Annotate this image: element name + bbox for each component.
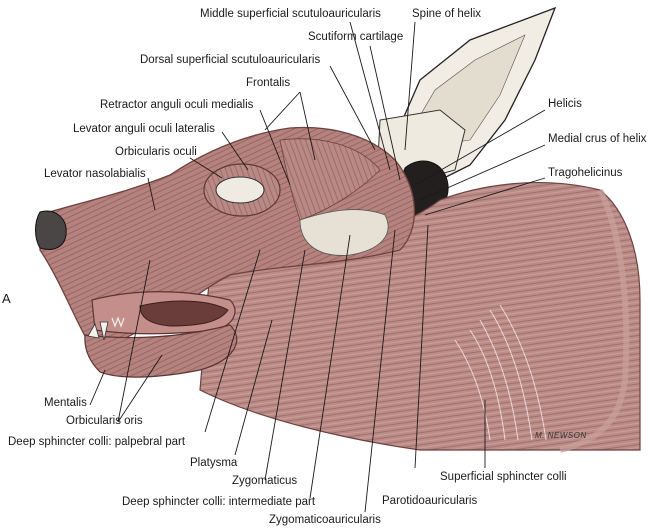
nose: [35, 210, 67, 250]
label-platysma: Platysma: [190, 457, 238, 469]
mouth-interior: [139, 300, 229, 327]
label-dorsal-superficial-scutuloauricularis: Dorsal superficial scutuloauricularis: [140, 54, 321, 66]
eye: [215, 176, 265, 204]
superficial-sphincter-fibers: [454, 304, 547, 441]
label-superficial-sphincter-colli: Superficial sphincter colli: [440, 471, 567, 483]
frontalis-band: [279, 138, 381, 221]
label-tragohelicinus: Tragohelicinus: [548, 167, 623, 179]
label-zygomaticus: Zygomaticus: [232, 475, 298, 487]
panel-label: A: [2, 291, 11, 306]
label-orbicularis-oris: Orbicularis oris: [66, 415, 143, 427]
canine-tooth-lower: [87, 322, 100, 339]
canine-tooth-upper: [99, 321, 109, 341]
label-levator-nasolabialis: Levator nasolabialis: [44, 168, 146, 180]
label-zygomaticoauricularis: Zygomaticoauricularis: [269, 514, 381, 526]
cheek-cartilage: [299, 209, 389, 256]
label-retractor-anguli-oculi-medialis: Retractor anguli oculi medialis: [100, 99, 254, 111]
leader-lines: [89, 21, 546, 513]
label-spine-of-helix: Spine of helix: [412, 8, 482, 20]
label-deep-sphincter-colli-palpebral: Deep sphincter colli: palpebral part: [8, 436, 186, 448]
label-middle-superficial-scutuloauricularis: Middle superficial scutuloauricularis: [200, 8, 381, 20]
label-scutiform-cartilage: Scutiform cartilage: [308, 31, 404, 43]
neck-fur-edge: [559, 188, 630, 453]
lower-jaw: [84, 324, 238, 378]
label-deep-sphincter-colli-intermediate: Deep sphincter colli: intermediate part: [122, 496, 316, 508]
label-frontalis: Frontalis: [246, 77, 291, 89]
incisor-teeth: [111, 316, 125, 328]
label-mentalis: Mentalis: [44, 397, 87, 409]
illustrator-signature: M. NEWSON: [535, 431, 587, 440]
label-levator-anguli-oculi-lateralis: Levator anguli oculi lateralis: [73, 123, 215, 135]
label-medial-crus-of-helix: Medial crus of helix: [548, 133, 647, 145]
label-orbicularis-oculi: Orbicularis oculi: [115, 146, 197, 158]
label-helicis: Helicis: [548, 98, 582, 110]
label-parotidoauricularis: Parotidoauricularis: [382, 495, 478, 507]
